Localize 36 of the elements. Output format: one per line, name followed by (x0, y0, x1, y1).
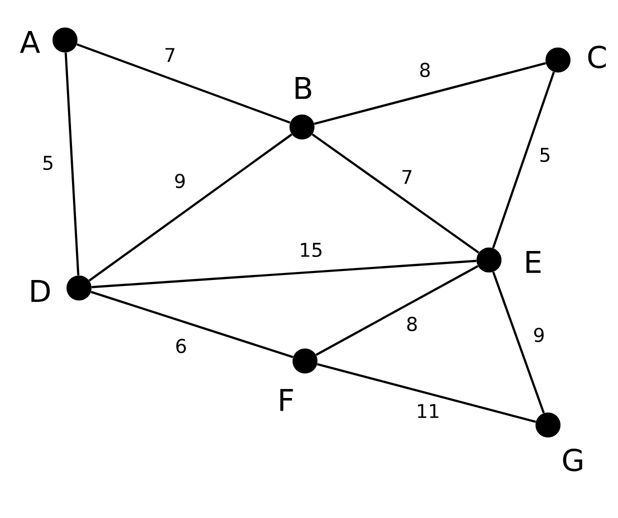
edge-label: 9 (175, 174, 185, 188)
node-label: B (296, 77, 312, 99)
edge-label: 11 (418, 404, 438, 418)
graph-vertex: G (536, 412, 582, 472)
node-label: C (588, 46, 606, 68)
node-label: E (526, 251, 541, 273)
graph-vertex: B (290, 77, 314, 140)
graph-edge (492, 72, 555, 248)
edge-label: 9 (534, 328, 544, 342)
graph-edge (92, 260, 476, 288)
edge-label: 8 (420, 62, 430, 78)
node-label: D (31, 280, 50, 302)
graph-vertex: A (20, 28, 78, 53)
graph-edge (317, 363, 536, 423)
edge-label: 7 (402, 170, 412, 184)
graph-edge (314, 62, 546, 125)
node-label: F (280, 389, 293, 411)
graph-edge (492, 272, 545, 414)
graph-vertex: E (476, 248, 541, 273)
graph-vertex: D (31, 276, 92, 302)
graph-edge (76, 43, 290, 124)
graph-edge (88, 134, 292, 282)
graph-vertex: C (546, 46, 606, 72)
graph-vertex: F (280, 348, 318, 411)
node-label: A (20, 31, 40, 53)
graph-edge (64, 52, 80, 276)
graph-edge (90, 290, 294, 358)
node-label: G (563, 448, 582, 472)
edge-label: 5 (540, 148, 550, 162)
graph-edge (312, 133, 480, 254)
graph-edge (316, 265, 478, 356)
edge-label: 8 (407, 316, 417, 332)
edge-label: 5 (43, 156, 52, 170)
edge-label: 7 (166, 48, 174, 62)
edge-label: 6 (176, 338, 186, 354)
edge-label: 15 (301, 242, 322, 258)
